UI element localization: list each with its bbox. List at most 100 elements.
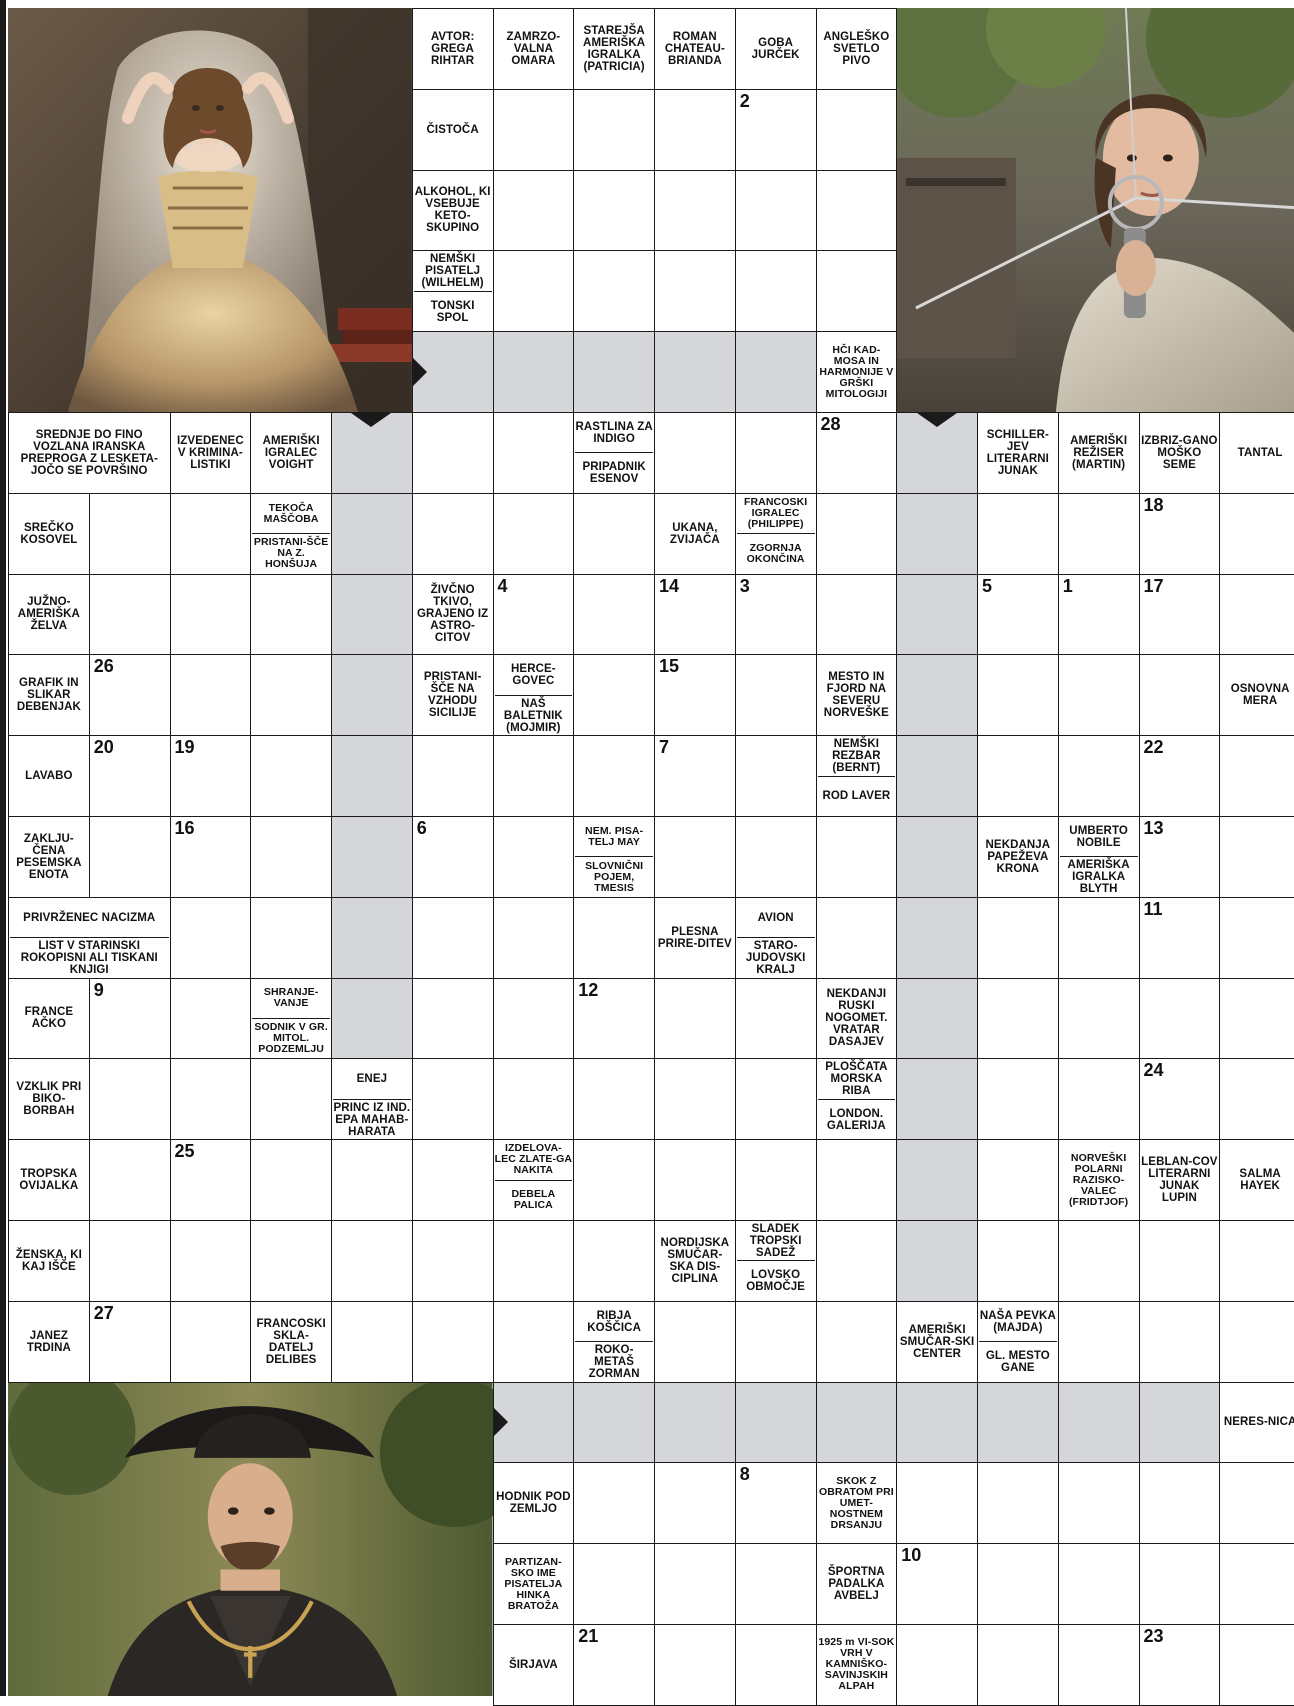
answer-cell[interactable] [492,1300,575,1383]
answer-cell[interactable] [1219,1058,1294,1141]
answer-cell[interactable] [734,1058,817,1141]
answer-cell[interactable] [734,654,817,737]
answer-cell[interactable]: 26 [88,654,171,737]
answer-cell[interactable] [977,1220,1059,1302]
answer-cell[interactable] [331,1300,413,1383]
answer-cell[interactable] [88,492,171,575]
answer-cell[interactable] [815,492,898,575]
answer-cell[interactable] [1219,573,1294,656]
answer-cell[interactable] [734,1139,817,1221]
answer-cell[interactable] [492,977,575,1060]
answer-cell[interactable] [1057,1300,1140,1383]
answer-cell[interactable] [492,1220,575,1302]
answer-cell[interactable] [250,654,332,737]
answer-cell[interactable] [573,735,655,817]
answer-cell[interactable] [1219,816,1294,898]
answer-cell[interactable]: 12 [573,977,655,1060]
answer-cell[interactable] [734,250,817,333]
answer-cell[interactable] [573,1058,655,1141]
answer-cell[interactable]: 17 [1138,573,1221,656]
answer-cell[interactable] [977,735,1059,817]
answer-cell[interactable]: 19 [169,735,252,817]
answer-cell[interactable] [977,1462,1059,1545]
answer-cell[interactable] [573,169,655,252]
answer-cell[interactable] [734,1624,817,1706]
answer-cell[interactable]: 25 [169,1139,252,1221]
answer-cell[interactable] [815,1300,898,1383]
answer-cell[interactable]: 14 [654,573,736,656]
answer-cell[interactable] [411,492,494,575]
answer-cell[interactable] [492,896,575,979]
answer-cell[interactable] [734,977,817,1060]
answer-cell[interactable] [169,492,252,575]
answer-cell[interactable] [169,573,252,656]
answer-cell[interactable] [1057,1220,1140,1302]
answer-cell[interactable] [1057,1543,1140,1625]
answer-cell[interactable] [654,250,736,333]
answer-cell[interactable] [573,896,655,979]
answer-cell[interactable] [573,492,655,575]
answer-cell[interactable] [815,1139,898,1221]
answer-cell[interactable] [734,412,817,494]
answer-cell[interactable] [815,88,898,171]
answer-cell[interactable] [169,896,252,979]
answer-cell[interactable] [250,735,332,817]
answer-cell[interactable] [88,1139,171,1221]
answer-cell[interactable] [411,1058,494,1141]
answer-cell[interactable] [654,412,736,494]
answer-cell[interactable] [1219,1300,1294,1383]
answer-cell[interactable] [654,169,736,252]
answer-cell[interactable] [411,1139,494,1221]
answer-cell[interactable] [169,1058,252,1141]
answer-cell[interactable] [977,1058,1059,1141]
answer-cell[interactable] [654,1139,736,1221]
answer-cell[interactable]: 15 [654,654,736,737]
answer-cell[interactable] [492,169,575,252]
answer-cell[interactable] [654,1543,736,1625]
answer-cell[interactable] [411,1300,494,1383]
answer-cell[interactable] [977,654,1059,737]
answer-cell[interactable] [492,492,575,575]
answer-cell[interactable] [88,816,171,898]
answer-cell[interactable] [977,896,1059,979]
answer-cell[interactable]: 7 [654,735,736,817]
answer-cell[interactable]: 6 [411,816,494,898]
answer-cell[interactable] [250,1139,332,1221]
answer-cell[interactable] [815,1220,898,1302]
answer-cell[interactable] [1138,1300,1221,1383]
answer-cell[interactable] [734,169,817,252]
answer-cell[interactable] [654,1058,736,1141]
answer-cell[interactable] [1219,492,1294,575]
answer-cell[interactable] [573,573,655,656]
answer-cell[interactable] [331,1139,413,1221]
answer-cell[interactable] [1057,1058,1140,1141]
answer-cell[interactable] [492,1058,575,1141]
answer-cell[interactable] [815,250,898,333]
answer-cell[interactable] [1057,977,1140,1060]
answer-cell[interactable]: 22 [1138,735,1221,817]
answer-cell[interactable] [977,1624,1059,1706]
answer-cell[interactable] [977,1543,1059,1625]
answer-cell[interactable] [654,1462,736,1545]
answer-cell[interactable] [1219,1624,1294,1706]
answer-cell[interactable]: 28 [815,412,898,494]
answer-cell[interactable]: 2 [734,88,817,171]
answer-cell[interactable] [977,492,1059,575]
answer-cell[interactable] [573,1462,655,1545]
answer-cell[interactable] [654,88,736,171]
answer-cell[interactable]: 5 [977,573,1059,656]
answer-cell[interactable] [573,1543,655,1625]
answer-cell[interactable] [331,1220,413,1302]
answer-cell[interactable] [1057,896,1140,979]
answer-cell[interactable] [250,896,332,979]
answer-cell[interactable] [1219,735,1294,817]
answer-cell[interactable] [734,735,817,817]
answer-cell[interactable] [1219,1543,1294,1625]
answer-cell[interactable]: 21 [573,1624,655,1706]
answer-cell[interactable] [250,1058,332,1141]
answer-cell[interactable]: 8 [734,1462,817,1545]
answer-cell[interactable] [250,573,332,656]
answer-cell[interactable]: 18 [1138,492,1221,575]
answer-cell[interactable] [492,88,575,171]
answer-cell[interactable] [573,1220,655,1302]
